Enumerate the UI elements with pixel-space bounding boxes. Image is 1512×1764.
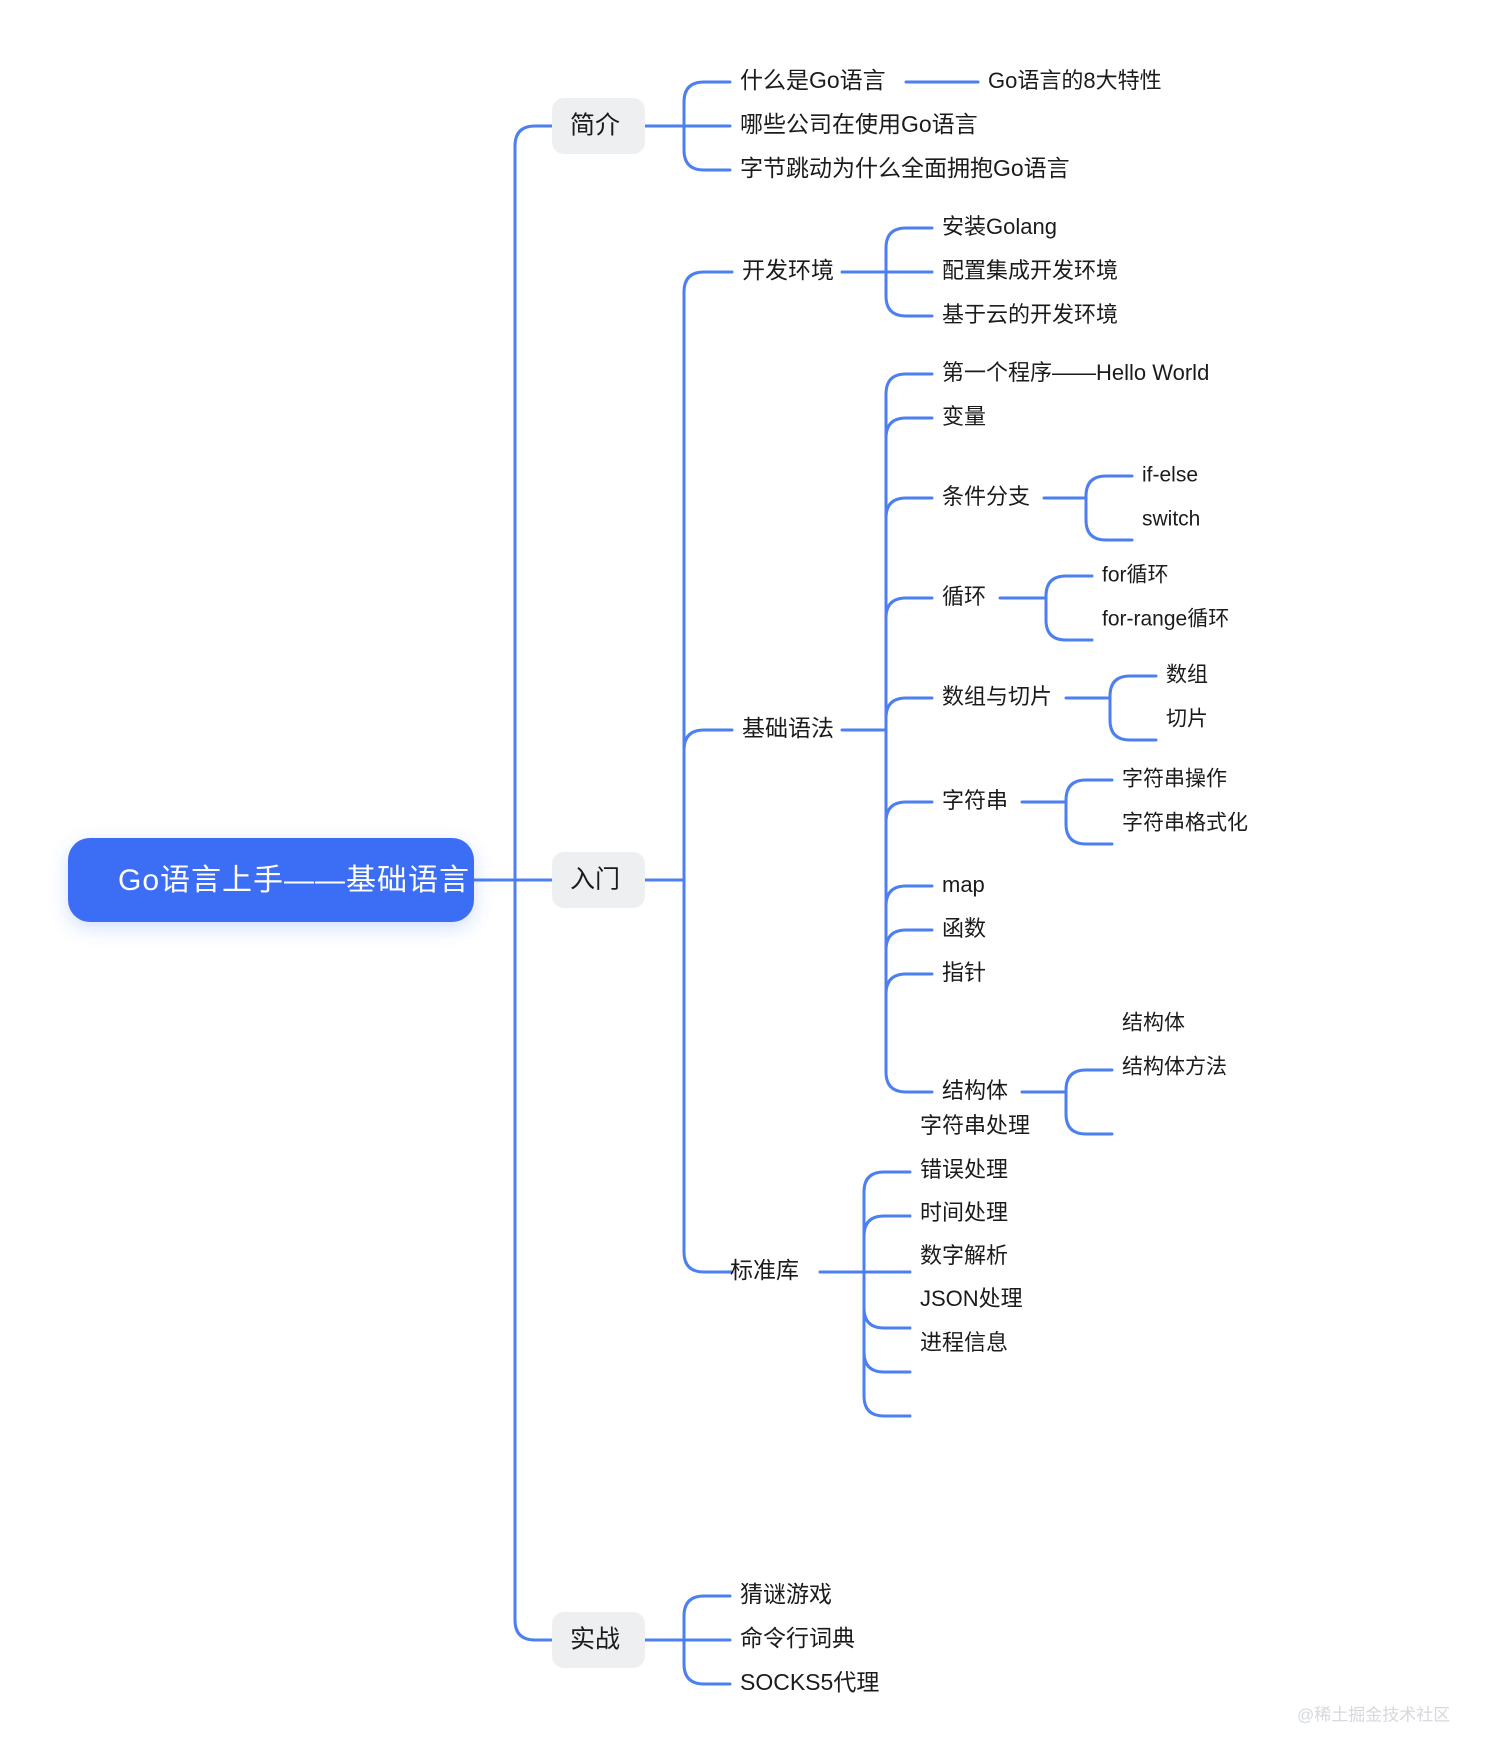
node-configure-ide[interactable]: 配置集成开发环境 [942, 258, 1118, 283]
connector-syntax-c7 [884, 884, 934, 908]
root-node-chip[interactable] [68, 838, 474, 922]
connector-shizhan-c1 [682, 1594, 732, 1642]
rumen-level2-nodes[interactable]: 开发环境 基础语法 标准库 [730, 257, 834, 1283]
node-for-loop[interactable]: for循环 [1102, 564, 1169, 587]
node-switch[interactable]: switch [1142, 508, 1200, 531]
node-number-parsing[interactable]: 数字解析 [920, 1243, 1008, 1268]
connector-arrslice-c1 [1108, 674, 1158, 700]
connector-syntax-c8 [884, 928, 934, 952]
connector-syntax-c1 [884, 372, 934, 396]
node-bytedance-embraces-go[interactable]: 字节跳动为什么全面拥抱Go语言 [740, 155, 1070, 181]
connector-shizhan-c3 [682, 1638, 732, 1686]
connector-loop-c2 [1044, 596, 1094, 642]
node-guessing-game[interactable]: 猜谜游戏 [740, 1581, 832, 1607]
node-dev-environment[interactable]: 开发环境 [742, 257, 834, 283]
node-which-companies-use-go[interactable]: 哪些公司在使用Go语言 [740, 111, 978, 137]
branch-chip-rumen[interactable] [552, 852, 645, 908]
node-map[interactable]: map [942, 872, 985, 897]
connector-rumen-devenv [682, 270, 734, 882]
connector-stdlib-c6 [862, 1358, 912, 1418]
node-pointer[interactable]: 指针 [942, 960, 986, 985]
node-variables[interactable]: 变量 [942, 404, 986, 429]
connector-cond-c1 [1084, 474, 1134, 500]
connector-devenv-c1 [884, 226, 934, 274]
connector-syntax-c5 [884, 696, 934, 720]
node-process-info[interactable]: 进程信息 [920, 1330, 1008, 1355]
connector-devenv-c3 [884, 270, 934, 318]
node-basic-syntax[interactable]: 基础语法 [742, 715, 834, 741]
connector-syntax-c10 [884, 1024, 934, 1094]
connector-loop-c1 [1044, 574, 1094, 600]
node-function[interactable]: 函数 [942, 916, 986, 941]
node-socks5-proxy[interactable]: SOCKS5代理 [740, 1669, 879, 1695]
branch-label-jianjie: 简介 [570, 112, 620, 140]
connector-stdlib-c1 [862, 1170, 912, 1194]
node-string-formatting[interactable]: 字符串格式化 [1122, 812, 1248, 835]
node-slice[interactable]: 切片 [1166, 708, 1208, 731]
connector-rumen-syntax [682, 728, 734, 882]
node-if-else[interactable]: if-else [1142, 464, 1198, 487]
connector-syntax-c6 [884, 800, 934, 824]
node-struct-methods[interactable]: 结构体方法 [1122, 1056, 1227, 1079]
connector-stdlib-c5 [862, 1350, 912, 1374]
connector-cond-c2 [1084, 496, 1134, 542]
node-struct-leaf[interactable]: 结构体 [1122, 1012, 1185, 1035]
node-hello-world[interactable]: 第一个程序——Hello World [942, 360, 1209, 385]
devenv-children[interactable]: 安装Golang 配置集成开发环境 基于云的开发环境 [942, 214, 1118, 327]
connector-jianjie-c1 [682, 80, 732, 128]
node-conditional-branch[interactable]: 条件分支 [942, 484, 1030, 509]
level4-leaves[interactable]: if-else switch for循环 for-range循环 数组 切片 字… [1102, 464, 1248, 1079]
node-install-golang[interactable]: 安装Golang [942, 214, 1057, 239]
connector-rumen-stdlib [682, 878, 734, 1274]
connector-arrslice-c2 [1108, 696, 1158, 742]
node-standard-library[interactable]: 标准库 [730, 1257, 799, 1283]
branch-chip-jianjie[interactable] [552, 98, 645, 154]
node-cloud-dev-environment[interactable]: 基于云的开发环境 [942, 302, 1118, 327]
branch-chip-shizhan[interactable] [552, 1612, 645, 1668]
connector-syntax-c4 [884, 596, 934, 620]
node-string-operations[interactable]: 字符串操作 [1122, 768, 1227, 791]
branch-label-shizhan: 实战 [570, 1626, 620, 1654]
connector-struct-c2 [1064, 1090, 1114, 1136]
node-for-range-loop[interactable]: for-range循环 [1102, 608, 1229, 631]
node-struct[interactable]: 结构体 [942, 1078, 1008, 1103]
root-node[interactable]: Go语言上手——基础语言 [68, 838, 474, 922]
branch-node-shizhan[interactable]: 实战 [552, 1612, 645, 1668]
node-loop[interactable]: 循环 [942, 584, 986, 609]
stdlib-children[interactable]: 字符串处理 错误处理 时间处理 数字解析 JSON处理 进程信息 [920, 1113, 1030, 1355]
connector-trunk-to-shizhan [513, 878, 554, 1642]
node-json-handling[interactable]: JSON处理 [920, 1286, 1023, 1311]
connector-string-c1 [1064, 778, 1114, 804]
root-node-label: Go语言上手——基础语言 [118, 864, 470, 897]
connector-stdlib-c2 [862, 1214, 912, 1238]
node-string-processing[interactable]: 字符串处理 [920, 1113, 1030, 1138]
node-array[interactable]: 数组 [1166, 664, 1208, 687]
connector-syntax-c2 [884, 416, 934, 440]
connector-syntax-c3 [884, 496, 934, 520]
connector-syntax-c9 [884, 972, 934, 996]
connector-jianjie-c3 [682, 124, 732, 172]
node-error-handling[interactable]: 错误处理 [920, 1157, 1008, 1182]
shizhan-children[interactable]: 猜谜游戏 命令行词典 SOCKS5代理 [740, 1581, 879, 1695]
watermark: @稀土掘金技术社区 [1297, 1705, 1450, 1724]
node-what-is-go[interactable]: 什么是Go语言 [740, 67, 886, 93]
node-go-eight-features[interactable]: Go语言的8大特性 [988, 68, 1162, 93]
node-cli-dictionary[interactable]: 命令行词典 [740, 1625, 855, 1651]
node-string[interactable]: 字符串 [942, 788, 1008, 813]
node-time-handling[interactable]: 时间处理 [920, 1200, 1008, 1225]
branch-node-rumen[interactable]: 入门 [552, 852, 645, 908]
branch-node-jianjie[interactable]: 简介 [552, 98, 645, 154]
level1-nodes[interactable]: 简介 入门 实战 [552, 98, 645, 1668]
jianjie-subtree[interactable]: 什么是Go语言 Go语言的8大特性 哪些公司在使用Go语言 字节跳动为什么全面拥… [740, 67, 1162, 181]
connector-trunk-l1 [513, 124, 554, 882]
connector-stdlib-c4 [862, 1306, 912, 1330]
branch-label-rumen: 入门 [570, 866, 620, 894]
connector-string-c2 [1064, 800, 1114, 846]
node-array-and-slice[interactable]: 数组与切片 [942, 684, 1052, 709]
connectors-layer [472, 80, 1158, 1686]
basic-syntax-children[interactable]: 第一个程序——Hello World 变量 条件分支 循环 数组与切片 字符串 … [942, 360, 1209, 1103]
connector-struct-c1 [1064, 1068, 1114, 1094]
